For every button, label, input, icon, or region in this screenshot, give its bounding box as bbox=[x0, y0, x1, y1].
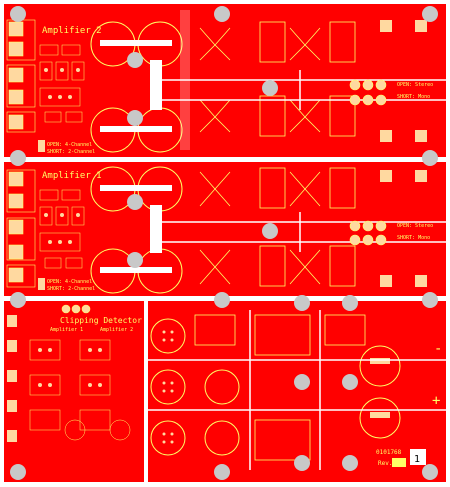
capacitor-icon bbox=[150, 318, 401, 456]
amp1-mode-a: OPEN: Stereo bbox=[397, 223, 433, 229]
clipping-sub-1: Amplifier 1 bbox=[50, 327, 83, 333]
mosfet-icon bbox=[199, 21, 356, 137]
amp1-title: Amplifier 1 bbox=[42, 171, 102, 181]
rev-value: 1 bbox=[414, 454, 420, 465]
amp2-mode-a: OPEN: Stereo bbox=[397, 82, 433, 88]
copper-panel-psu bbox=[148, 301, 446, 482]
mounting-hole-icon bbox=[10, 6, 438, 480]
amp2-jumper-b: SHORT: 2-Channel bbox=[47, 149, 95, 155]
amp1-jumper-b: SHORT: 2-Channel bbox=[47, 286, 95, 292]
amplifier-1-block: Amplifier 1 OPEN: 4-Channel SHORT: 2-Cha… bbox=[6, 166, 446, 294]
clipping-title: Clipping Detector bbox=[60, 316, 142, 325]
amp2-mode-b: SHORT: Mono bbox=[397, 94, 430, 100]
copper-panel-clip bbox=[4, 301, 144, 482]
amp2-jumper-a: OPEN: 4-Channel bbox=[47, 142, 92, 148]
connector-icon bbox=[8, 21, 24, 130]
connector-icon bbox=[8, 171, 24, 283]
clipping-sub-2: Amplifier 2 bbox=[100, 327, 133, 333]
rev-label: Rev. bbox=[378, 460, 392, 467]
rev-box bbox=[392, 458, 406, 467]
mosfet-icon bbox=[199, 167, 356, 287]
amplifier-2-block: Amplifier 2 OPEN: 4-Channel SHORT: 2-Cha… bbox=[6, 10, 446, 155]
psu-minus: - bbox=[434, 341, 442, 357]
power-supply-block: + - 0101768 Rev. 1 bbox=[148, 310, 446, 470]
psu-plus: + bbox=[432, 393, 440, 409]
amp2-title: Amplifier 2 bbox=[42, 26, 102, 36]
amp1-mode-b: SHORT: Mono bbox=[397, 235, 430, 241]
board-id: 0101768 bbox=[376, 449, 402, 456]
clipping-detector-block: Clipping Detector Amplifier 1 Amplifier … bbox=[7, 304, 142, 442]
amp1-jumper-a: OPEN: 4-Channel bbox=[47, 279, 92, 285]
